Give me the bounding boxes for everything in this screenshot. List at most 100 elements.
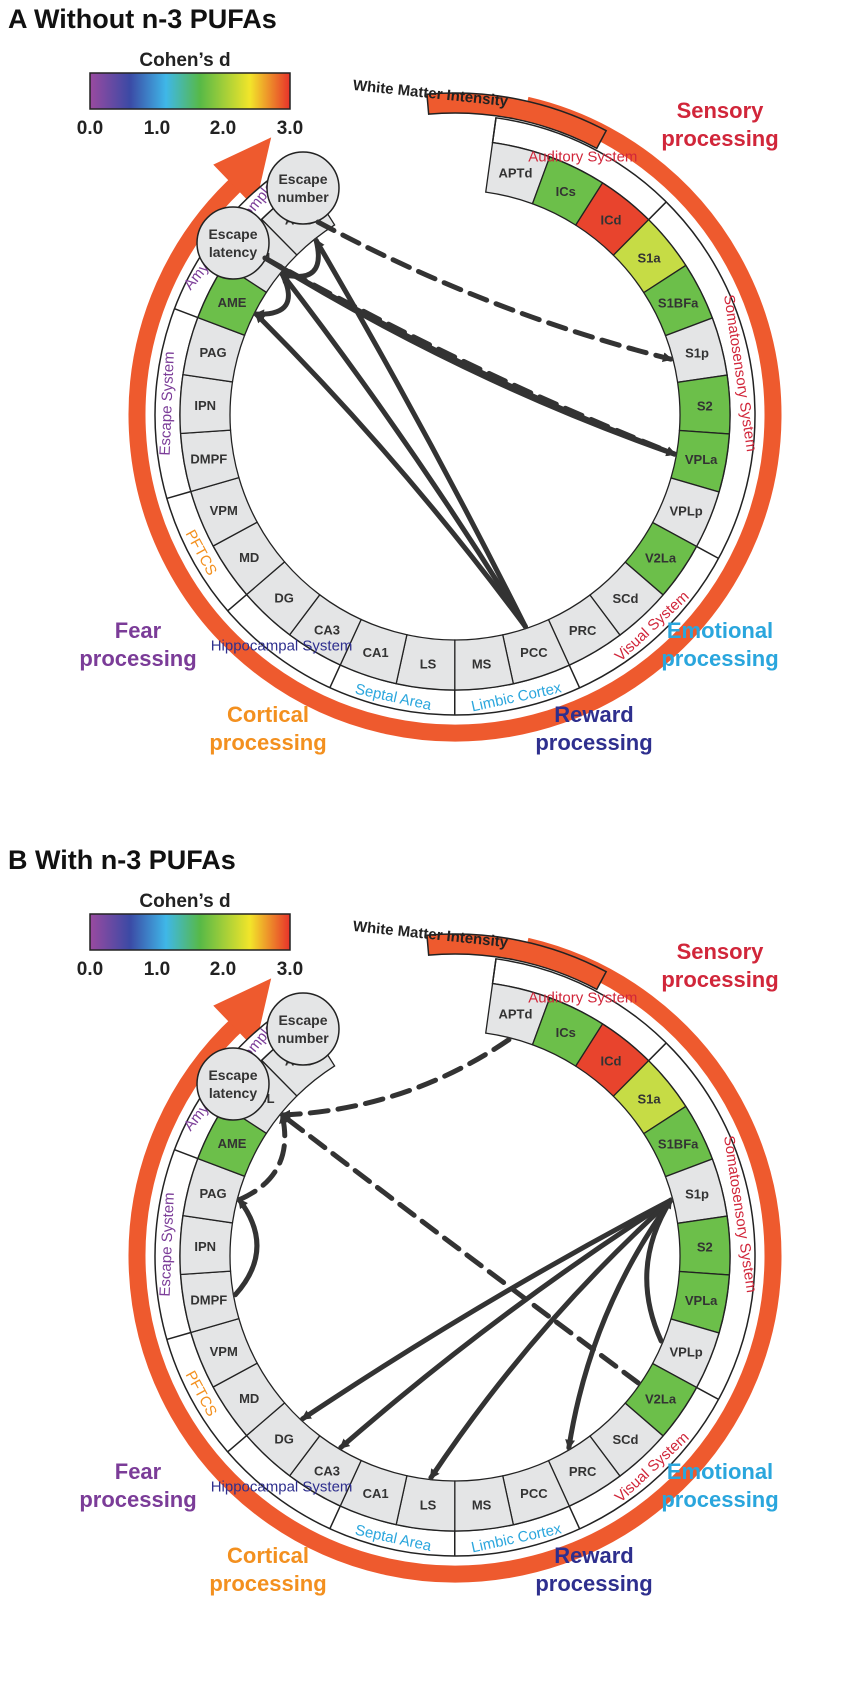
group-separator — [648, 201, 667, 221]
region-label: PCC — [520, 645, 548, 660]
node-label: Escape — [208, 1067, 257, 1083]
region-label: LS — [420, 1498, 437, 1513]
category-label-reward: processing — [535, 1571, 652, 1596]
region-label: CA3 — [314, 1464, 340, 1479]
region-label: SCd — [612, 591, 638, 606]
region-label: S1a — [637, 1091, 661, 1106]
region-label: DMPF — [190, 1292, 227, 1307]
region-s1bfa: S1BFa — [642, 1105, 714, 1178]
region-label: CA3 — [314, 623, 340, 638]
region-vpm: VPM — [190, 476, 259, 547]
region-label: DMPF — [190, 451, 227, 466]
colorbar-tick-label: 2.0 — [210, 959, 236, 980]
region-vpla: VPLa — [670, 1270, 731, 1334]
region-dg: DG — [245, 1401, 321, 1477]
region-ca3: CA3 — [288, 593, 363, 666]
category-label-emotional: processing — [661, 1487, 778, 1512]
region-ca1: CA1 — [339, 618, 408, 685]
region-label: MS — [472, 1498, 492, 1513]
group-separator — [329, 664, 341, 688]
node-label: Escape — [278, 171, 327, 187]
node-escape-latency: Escape latency — [196, 1047, 270, 1121]
category-label-sensory: Sensory — [677, 939, 765, 964]
region-label: ICs — [556, 184, 576, 199]
category-label-reward: processing — [535, 730, 652, 755]
group-label-escape: Escape System — [157, 351, 178, 456]
region-label: MD — [239, 550, 259, 565]
category-label-fear: Fear — [115, 1459, 162, 1484]
region-label: IPN — [194, 398, 216, 413]
group-label-auditory: Auditory System — [528, 148, 637, 165]
connection-vplp-to-s1p — [644, 1197, 674, 1344]
group-separator — [491, 958, 497, 984]
group-separator — [648, 1042, 667, 1062]
category-label-sensory: Sensory — [677, 98, 765, 123]
region-label: DG — [274, 591, 294, 606]
node-label: latency — [209, 1085, 257, 1101]
group-separator — [174, 308, 199, 319]
group-separator — [174, 1149, 199, 1160]
region-label: PAG — [199, 345, 226, 360]
region-s1bfa: S1BFa — [642, 264, 714, 337]
region-label: APTd — [499, 165, 533, 180]
connection-v2la-to-abl — [279, 1112, 641, 1386]
connection-escape-latency-to-vpla — [262, 255, 678, 457]
region-label: MD — [239, 1391, 259, 1406]
connection-s1p-to-ls — [428, 1197, 674, 1481]
region-label: VPLa — [685, 452, 718, 467]
node-circle — [196, 1047, 270, 1121]
region-s1p: S1p — [664, 1158, 728, 1225]
group-label-hippocampal: Hippocampal System — [211, 638, 353, 655]
group-separator — [568, 1505, 581, 1530]
region-label: MS — [472, 657, 492, 672]
colorbar-tick-label: 1.0 — [144, 959, 170, 980]
region-vplp: VPLp — [651, 477, 720, 548]
region-ipn: IPN — [179, 1214, 234, 1276]
region-label: LS — [420, 657, 437, 672]
region-label: AME — [218, 295, 247, 310]
category-label-reward: Reward — [554, 1543, 633, 1568]
connection-escape-latency-to-vpla — [262, 255, 678, 457]
region-aptd: APTd — [484, 982, 551, 1046]
region-ls: LS — [395, 634, 456, 691]
processing-arc — [128, 937, 782, 1583]
region-s2: S2 — [676, 374, 731, 435]
node-circle — [266, 151, 340, 225]
colorbar-tick-label: 3.0 — [277, 118, 303, 139]
connection-pcc-to-aco — [313, 237, 528, 630]
group-separator — [696, 1386, 719, 1401]
panel-title: A Without n-3 PUFAs — [8, 4, 277, 34]
region-vpla: VPLa — [670, 429, 731, 493]
region-label: VPLp — [670, 1344, 703, 1359]
region-aptd: APTd — [484, 141, 551, 205]
colorbar-tick-label: 1.0 — [144, 118, 170, 139]
category-label-fear: processing — [79, 1487, 196, 1512]
region-ms: MS — [454, 1475, 515, 1532]
group-separator — [166, 490, 192, 500]
node-label: Escape — [278, 1012, 327, 1028]
node-circle — [196, 206, 270, 280]
region-label: S1a — [637, 250, 661, 265]
region-label: S1p — [685, 1186, 709, 1201]
colorbar-tick-label: 0.0 — [77, 118, 103, 139]
category-label-fear: processing — [79, 646, 196, 671]
region-pcc: PCC — [501, 1459, 571, 1526]
region-label: VPLp — [670, 503, 703, 518]
region-label: S1BFa — [658, 295, 699, 310]
group-separator — [491, 117, 497, 143]
region-label: PAG — [199, 1186, 226, 1201]
panel-title: B With n-3 PUFAs — [8, 845, 236, 875]
region-dmpf: DMPF — [179, 1270, 240, 1334]
node-label: latency — [209, 244, 257, 260]
connection-pcc-to-abl — [279, 271, 528, 630]
region-label: PRC — [569, 623, 597, 638]
region-dg: DG — [245, 560, 321, 636]
region-label: VPM — [210, 1344, 238, 1359]
region-label: IPN — [194, 1239, 216, 1254]
region-label: ICs — [556, 1025, 576, 1040]
